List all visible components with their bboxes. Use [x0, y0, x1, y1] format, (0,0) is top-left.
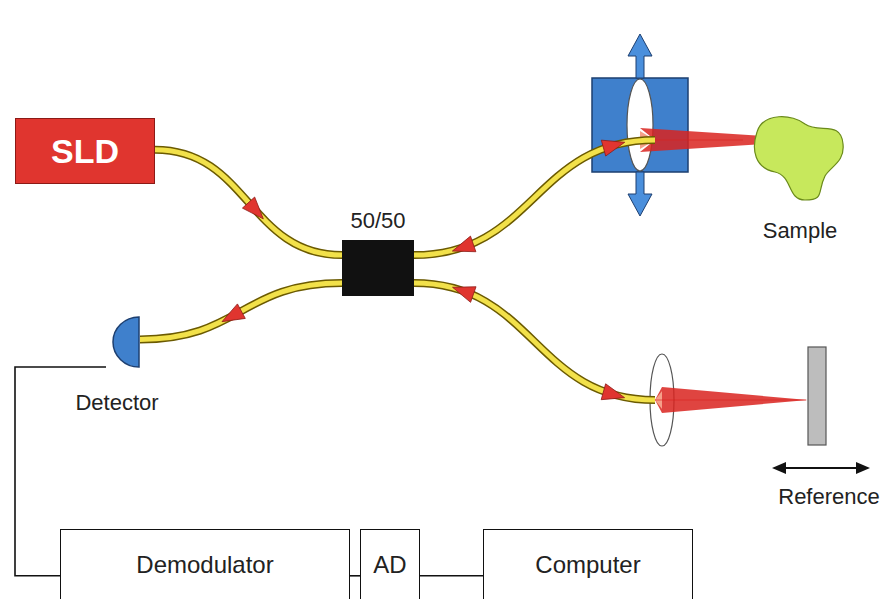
arrow-head — [452, 236, 475, 252]
reference-beam — [655, 387, 808, 413]
detector-symbol-outline — [106, 316, 140, 368]
fiber-coupler: 50/50 — [342, 208, 414, 296]
node-label: 50/50 — [350, 208, 405, 234]
signal-wire — [420, 575, 483, 576]
light-source-box: SLD — [15, 118, 155, 184]
optical-fiber — [414, 283, 806, 400]
sample-lens — [627, 79, 653, 171]
arrow-head — [222, 304, 245, 322]
arrow-head — [601, 140, 624, 156]
scan-arrows — [628, 34, 652, 216]
signal-wire — [350, 575, 360, 576]
sample-blob: Sample — [735, 104, 865, 244]
node-label: Computer — [535, 551, 640, 579]
node-label: Detector — [75, 390, 158, 416]
optical-fiber — [140, 283, 342, 339]
reference-scan-arrow — [772, 462, 870, 474]
reference-mirror-outline — [808, 347, 826, 445]
optical-fiber — [414, 140, 743, 255]
node-label: Sample — [763, 218, 838, 244]
fiber-coupler-outline — [342, 240, 414, 296]
sample-blob-outline — [745, 110, 845, 202]
optical-fiber — [155, 150, 342, 255]
arrow-head — [242, 197, 263, 219]
node-label: AD — [373, 551, 406, 579]
arrow-head — [601, 384, 624, 400]
node-label: SLD — [51, 132, 119, 171]
scanner-housing — [592, 78, 688, 172]
computer-box: Computer — [483, 529, 693, 599]
node-label: Demodulator — [136, 551, 273, 579]
arrow-head — [453, 287, 476, 303]
reference-mirror: Reference — [768, 345, 890, 510]
converter-box: AD — [360, 529, 420, 599]
demodulator-box: Demodulator — [60, 529, 350, 599]
node-label: Reference — [778, 484, 880, 510]
detector-symbol: Detector — [62, 316, 172, 416]
